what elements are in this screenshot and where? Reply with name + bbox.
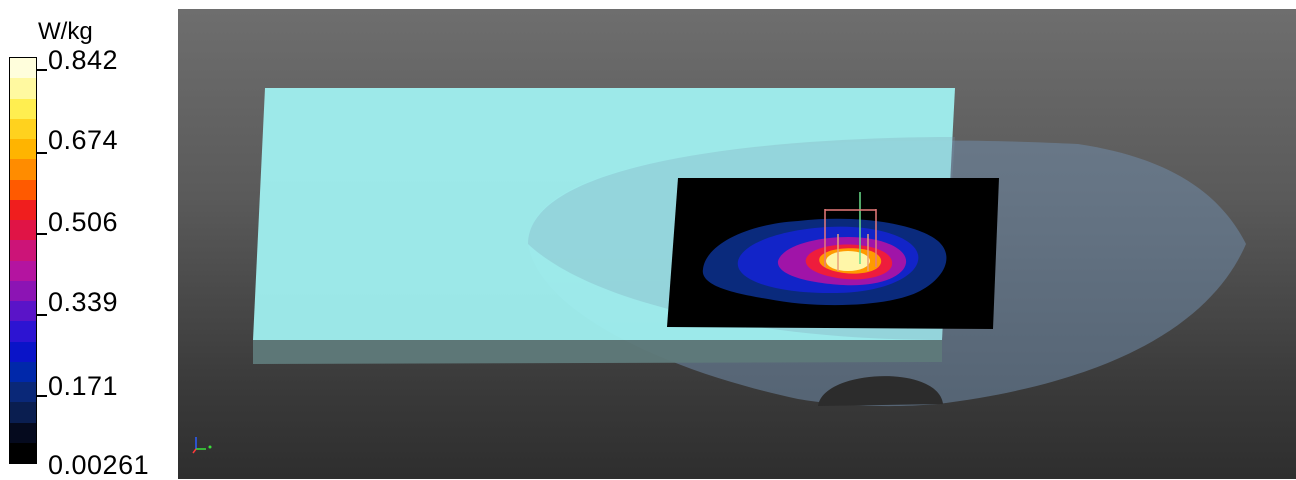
color-swatch — [10, 199, 36, 220]
legend-tick-label: 0.506 — [48, 207, 119, 237]
legend-tick — [37, 69, 47, 71]
color-scale-bar — [9, 57, 37, 464]
plate-front-face — [253, 340, 942, 364]
legend-tick-label-max: 0.842 — [48, 45, 119, 75]
color-swatch — [10, 361, 36, 382]
legend-tick — [37, 314, 47, 316]
scene-canvas[interactable] — [178, 9, 1296, 479]
legend-unit-label: W/kg — [38, 18, 93, 45]
legend-tick-label-min: 0.00261 — [48, 450, 150, 480]
color-swatch — [10, 179, 36, 200]
color-swatch — [10, 442, 36, 463]
color-swatch — [10, 402, 36, 423]
color-swatch — [10, 240, 36, 261]
color-swatch — [10, 422, 36, 443]
sar-peak-hotspot — [826, 251, 870, 271]
color-swatch — [10, 260, 36, 281]
color-swatch — [10, 98, 36, 119]
legend-tick-label: 0.171 — [48, 371, 119, 401]
legend-tick — [37, 395, 47, 397]
color-swatch — [10, 341, 36, 362]
legend-tick-label: 0.674 — [48, 125, 119, 155]
color-swatch — [10, 321, 36, 342]
legend-tick — [37, 233, 47, 235]
color-swatch — [10, 139, 36, 160]
color-swatch — [10, 382, 36, 403]
color-swatch — [10, 301, 36, 322]
sar-color-legend: W/kg 0.842 0.674 0.506 0.339 0.171 0.002… — [0, 0, 178, 479]
color-swatch — [10, 118, 36, 139]
probe-markers — [824, 192, 877, 271]
color-swatch — [10, 280, 36, 301]
phantom-notch — [818, 376, 943, 406]
xyz-axes-icon — [192, 437, 212, 454]
color-swatch — [10, 78, 36, 99]
color-swatch — [10, 159, 36, 180]
legend-tick-label: 0.339 — [48, 287, 119, 317]
3d-viewport[interactable] — [178, 9, 1296, 479]
color-swatch — [10, 58, 36, 79]
color-swatch — [10, 220, 36, 241]
legend-tick — [37, 152, 47, 154]
